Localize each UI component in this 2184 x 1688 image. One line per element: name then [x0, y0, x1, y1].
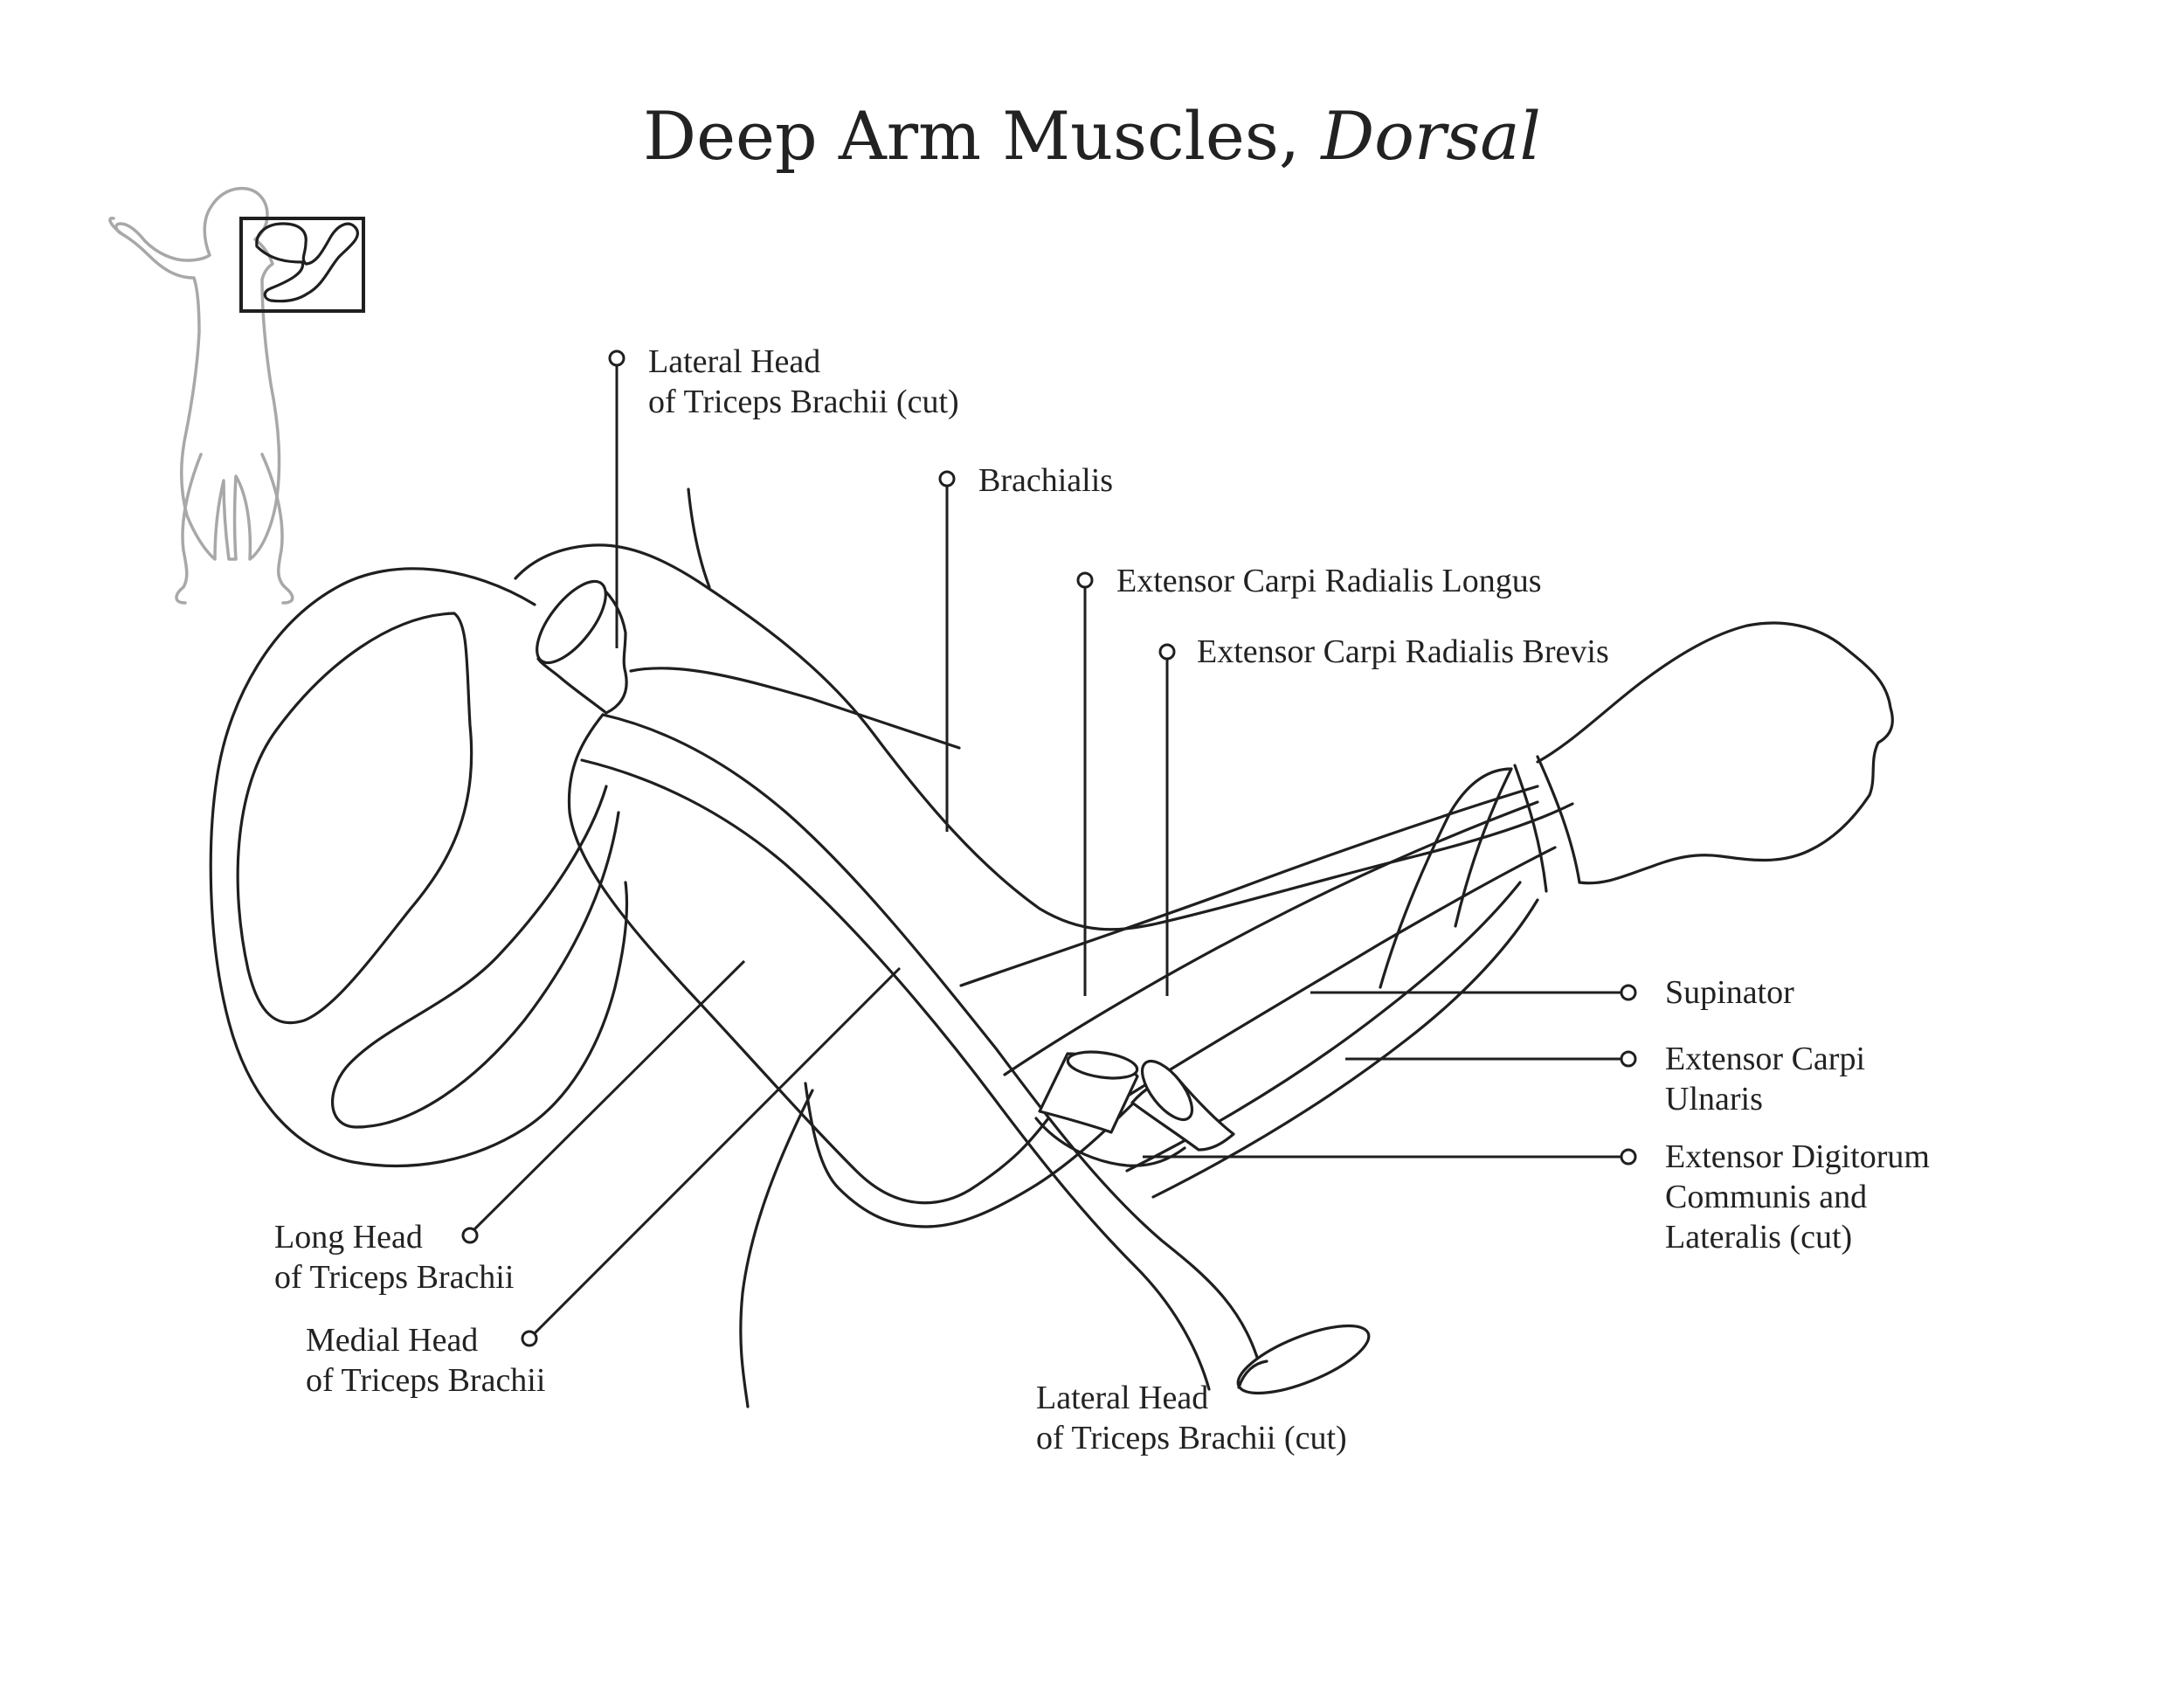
- label-line: of Triceps Brachii (cut): [648, 384, 959, 420]
- forearm-lower-edge: [1151, 898, 1539, 1199]
- label-lateral-head-bottom: Lateral Head of Triceps Brachii (cut): [1036, 1380, 1347, 1456]
- dot-ext-carpi-ulnaris: [1620, 1050, 1637, 1068]
- dot-ext-digitorum: [1620, 1148, 1637, 1166]
- dot-brachialis: [938, 470, 956, 488]
- label-line: Supinator: [1665, 974, 1794, 1011]
- dot-ecr-brevis: [1158, 643, 1176, 661]
- label-long-head: Long Head of Triceps Brachii: [274, 1219, 514, 1296]
- forearm-upper-edge: [959, 785, 1539, 987]
- shoulder-contour: [514, 543, 1574, 931]
- label-line: of Triceps Brachii (cut): [1036, 1420, 1347, 1456]
- label-line: Lateral Head: [1036, 1380, 1208, 1416]
- page-title: Deep Arm Muscles, Dorsal: [643, 97, 1541, 175]
- forearm-line-3: [1090, 846, 1557, 1120]
- forearm-line-2: [1003, 800, 1539, 1076]
- long-head-triceps-lower: [804, 1082, 1137, 1228]
- label-line: Long Head: [274, 1219, 423, 1256]
- dot-medial-head: [521, 1330, 538, 1347]
- scapula-inner: [236, 612, 473, 1025]
- body-silhouette: [114, 186, 281, 561]
- scapula-blade-inner: [331, 785, 620, 1129]
- label-line: Lateral Head: [648, 343, 820, 380]
- leader-lines: [461, 349, 1637, 1347]
- lateral-head-cut-top-end: [536, 579, 607, 665]
- label-ext-carpi-ulnaris: Extensor Carpi Ulnaris: [1665, 1041, 1874, 1117]
- labels: Lateral Head of Triceps Brachii (cut) Br…: [274, 343, 1938, 1456]
- long-head-triceps: [567, 713, 1050, 1205]
- label-line: of Triceps Brachii: [274, 1259, 514, 1296]
- leader-medial-head: [531, 966, 902, 1337]
- dot-supinator: [1620, 984, 1637, 1001]
- lateral-head-cut-bottom: [1236, 1324, 1371, 1395]
- label-brachialis: Brachialis: [978, 462, 1113, 499]
- scapula-outer: [209, 567, 629, 1168]
- dot-long-head: [461, 1227, 479, 1244]
- label-ecr-longus: Extensor Carpi Radialis Longus: [1116, 563, 1542, 599]
- medial-head-band-inner: [580, 758, 1211, 1391]
- label-line: Lateralis (cut): [1665, 1219, 1852, 1256]
- label-line: Extensor Carpi Radialis Brevis: [1197, 633, 1609, 670]
- arm-muscle-illustration: [209, 488, 1894, 1408]
- medial-head-band-outer: [601, 713, 1265, 1382]
- label-line: Medial Head: [306, 1322, 478, 1359]
- body-right-leg: [260, 453, 294, 605]
- label-line: Extensor Digitorum: [1665, 1138, 1930, 1175]
- title-emphasis: Dorsal: [1319, 97, 1541, 175]
- body-left-leg: [175, 453, 203, 605]
- label-ecr-brevis: Extensor Carpi Radialis Brevis: [1197, 633, 1609, 670]
- label-line: Extensor Carpi: [1665, 1041, 1865, 1077]
- cut-tendon-2-end: [1140, 1059, 1194, 1122]
- label-lateral-head-top: Lateral Head of Triceps Brachii (cut): [648, 343, 959, 420]
- inner-arm-line: [739, 1089, 814, 1408]
- paw-outline: [1536, 621, 1894, 885]
- label-line: Extensor Carpi Radialis Longus: [1116, 563, 1542, 599]
- label-line: of Triceps Brachii: [306, 1362, 545, 1399]
- locator-figure: [108, 186, 365, 605]
- label-line: Communis and: [1665, 1179, 1867, 1215]
- cut-tendon-1-end: [1066, 1050, 1139, 1080]
- label-medial-head: Medial Head of Triceps Brachii: [306, 1322, 545, 1399]
- brachialis-lower: [629, 667, 961, 750]
- wrist-band-1: [1379, 767, 1513, 989]
- locator-highlight-box: [239, 217, 365, 313]
- dot-ecr-longus: [1076, 571, 1094, 589]
- title-main: Deep Arm Muscles,: [643, 97, 1321, 175]
- label-ext-digitorum: Extensor Digitorum Communis and Laterali…: [1665, 1138, 1938, 1256]
- label-supinator: Supinator: [1665, 974, 1794, 1011]
- label-line: Ulnaris: [1665, 1081, 1763, 1117]
- body-left-arm-tip: [108, 217, 124, 236]
- lateral-head-cut-bottom-side: [1237, 1359, 1268, 1389]
- label-line: Brachialis: [978, 462, 1113, 499]
- shoulder-neck-line: [687, 488, 711, 589]
- wrist-band-2: [1513, 755, 1581, 893]
- locator-arm-outline: [255, 222, 359, 303]
- dot-lateral-head-top: [608, 349, 625, 367]
- leader-long-head: [470, 959, 746, 1234]
